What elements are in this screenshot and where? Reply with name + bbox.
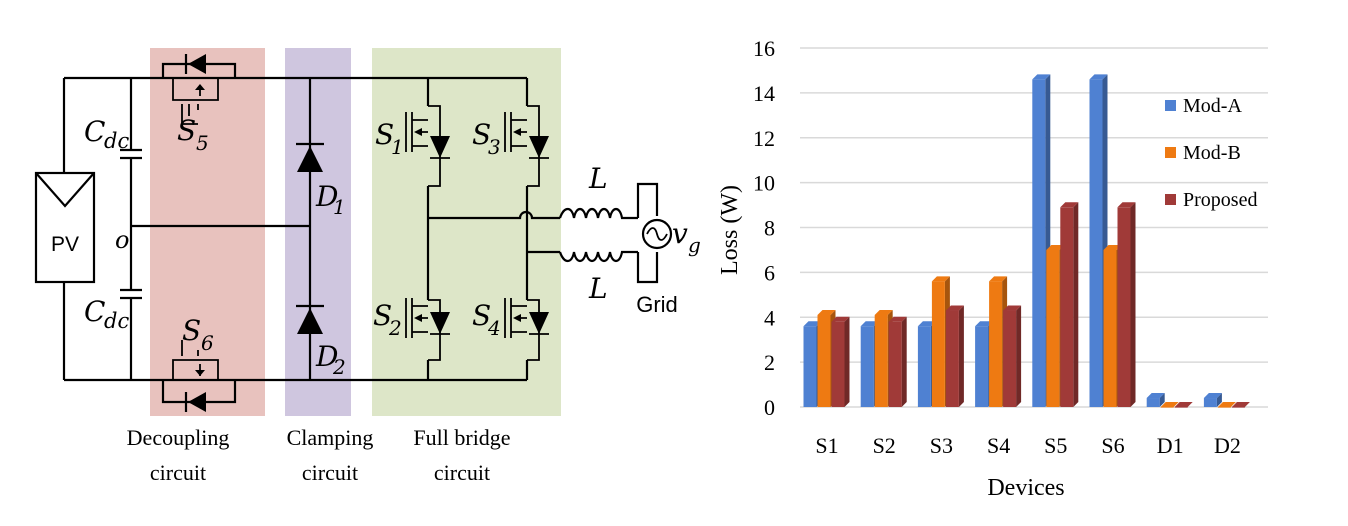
s2-label-main: S xyxy=(373,299,392,332)
diode-d1: D 1 xyxy=(296,78,346,226)
region-captions: Decoupling circuit Clamping circuit Full… xyxy=(127,425,511,485)
diode-d2: D 2 xyxy=(296,226,346,380)
bar-proposed-s5 xyxy=(1060,202,1079,407)
s5-label-main: S xyxy=(177,114,196,147)
bar-mod-b-d2 xyxy=(1217,402,1236,408)
decoupling-caption-line2: circuit xyxy=(150,460,206,485)
s2-label-sub: 2 xyxy=(388,316,402,340)
d2-label-main: D xyxy=(315,340,338,373)
bar-proposed-d2 xyxy=(1231,402,1250,408)
full-bridge-region xyxy=(372,48,561,416)
switch-s6: S 6 xyxy=(161,314,237,412)
x-tick-label: D1 xyxy=(1157,433,1184,458)
legend-item-mod-a: Mod-A xyxy=(1165,95,1242,117)
legend-label: Proposed xyxy=(1183,189,1257,211)
legend-swatch xyxy=(1165,147,1176,158)
inductor-label-bottom: L xyxy=(588,272,608,305)
d1-label-main: D xyxy=(315,180,338,213)
bar-proposed-s4 xyxy=(1003,305,1022,407)
switch-s3: S 3 xyxy=(472,105,549,187)
switch-s5: S 5 xyxy=(161,54,237,155)
x-tick-labels: S1 S2 S3 S4 S5 S6 D1 D2 xyxy=(815,433,1240,458)
pv-label: PV xyxy=(51,233,79,256)
switch-s1: S 1 xyxy=(375,105,450,187)
chart-legend: Mod-A Mod-B Proposed xyxy=(1165,95,1257,211)
grid-voltage-sub: g xyxy=(688,233,701,257)
inductor-top: L xyxy=(558,162,638,220)
cap-label-main: C xyxy=(84,295,105,328)
y-tick-label: 8 xyxy=(764,216,775,241)
y-tick-label: 14 xyxy=(753,81,775,106)
s3-label-main: S xyxy=(472,118,491,151)
decoupling-region xyxy=(150,48,265,416)
bar-mod-a-d2 xyxy=(1203,393,1222,407)
d2-label-sub: 2 xyxy=(332,355,346,379)
clamping-caption-line2: circuit xyxy=(302,460,358,485)
bar-proposed-s3 xyxy=(945,305,964,407)
switch-s2: S 2 xyxy=(373,298,450,361)
chart-bars xyxy=(803,74,1250,408)
y-tick-label: 16 xyxy=(753,36,775,61)
capacitor-label-top: C dc xyxy=(84,115,129,153)
legend-label: Mod-A xyxy=(1183,95,1242,117)
y-tick-label: 0 xyxy=(764,395,775,420)
cap-label-main: C xyxy=(84,115,105,148)
legend-label: Mod-B xyxy=(1183,142,1241,164)
grid-voltage-main: v xyxy=(672,217,688,250)
s1-label-sub: 1 xyxy=(391,135,404,159)
s1-label-main: S xyxy=(375,118,394,151)
legend-item-mod-b: Mod-B xyxy=(1165,142,1241,164)
full-bridge-caption-line1: Full bridge xyxy=(413,425,510,450)
x-tick-label: S4 xyxy=(987,433,1010,458)
midpoint-label: o xyxy=(115,226,129,254)
s4-label-main: S xyxy=(472,299,491,332)
d1-label-sub: 1 xyxy=(333,195,346,219)
legend-item-proposed: Proposed xyxy=(1165,189,1257,211)
legend-swatch xyxy=(1165,194,1176,205)
x-tick-label: S2 xyxy=(873,433,896,458)
bar-mod-b-d1 xyxy=(1160,402,1179,408)
y-tick-label: 6 xyxy=(764,260,775,285)
switch-s4: S 4 xyxy=(472,298,549,361)
clamping-region xyxy=(285,48,351,416)
full-bridge-caption-line2: circuit xyxy=(434,460,490,485)
x-tick-label: S6 xyxy=(1101,433,1124,458)
grid-label: Grid xyxy=(636,292,678,317)
y-tick-label: 12 xyxy=(753,126,775,151)
x-tick-label: S1 xyxy=(815,433,838,458)
s6-label-main: S xyxy=(182,314,201,347)
grid-source: v g Grid xyxy=(636,182,701,317)
bar-proposed-d1 xyxy=(1174,402,1193,408)
circuit-diagram: PV C dc C dc o S 5 xyxy=(34,48,701,485)
y-tick-labels: 0 2 4 6 8 10 12 14 16 xyxy=(753,36,775,420)
s3-label-sub: 3 xyxy=(488,135,501,159)
legend-swatch xyxy=(1165,100,1176,111)
y-tick-label: 4 xyxy=(764,305,775,330)
cap-label-sub: dc xyxy=(104,129,129,153)
decoupling-caption-line1: Decoupling xyxy=(127,425,230,450)
x-tick-label: D2 xyxy=(1214,433,1241,458)
bar-mod-a-d1 xyxy=(1146,393,1165,407)
y-axis-title: Loss (W) xyxy=(717,185,743,275)
x-tick-label: S3 xyxy=(930,433,953,458)
inductor-bottom: L xyxy=(558,250,638,305)
s6-label-sub: 6 xyxy=(201,331,214,355)
clamping-caption-line1: Clamping xyxy=(287,425,374,450)
cap-label-sub: dc xyxy=(104,309,129,333)
pv-panel: PV xyxy=(34,171,96,284)
x-axis-title: Devices xyxy=(987,475,1064,501)
y-tick-label: 2 xyxy=(764,350,775,375)
s4-label-sub: 4 xyxy=(487,316,501,340)
bar-proposed-s2 xyxy=(888,316,907,407)
bar-proposed-s6 xyxy=(1117,202,1136,407)
y-tick-label: 10 xyxy=(753,171,775,196)
bar-proposed-s1 xyxy=(831,316,850,407)
inductor-label-top: L xyxy=(588,162,608,195)
capacitor-label-bottom: C dc xyxy=(84,295,129,333)
s5-label-sub: 5 xyxy=(196,131,209,155)
x-tick-label: S5 xyxy=(1044,433,1067,458)
